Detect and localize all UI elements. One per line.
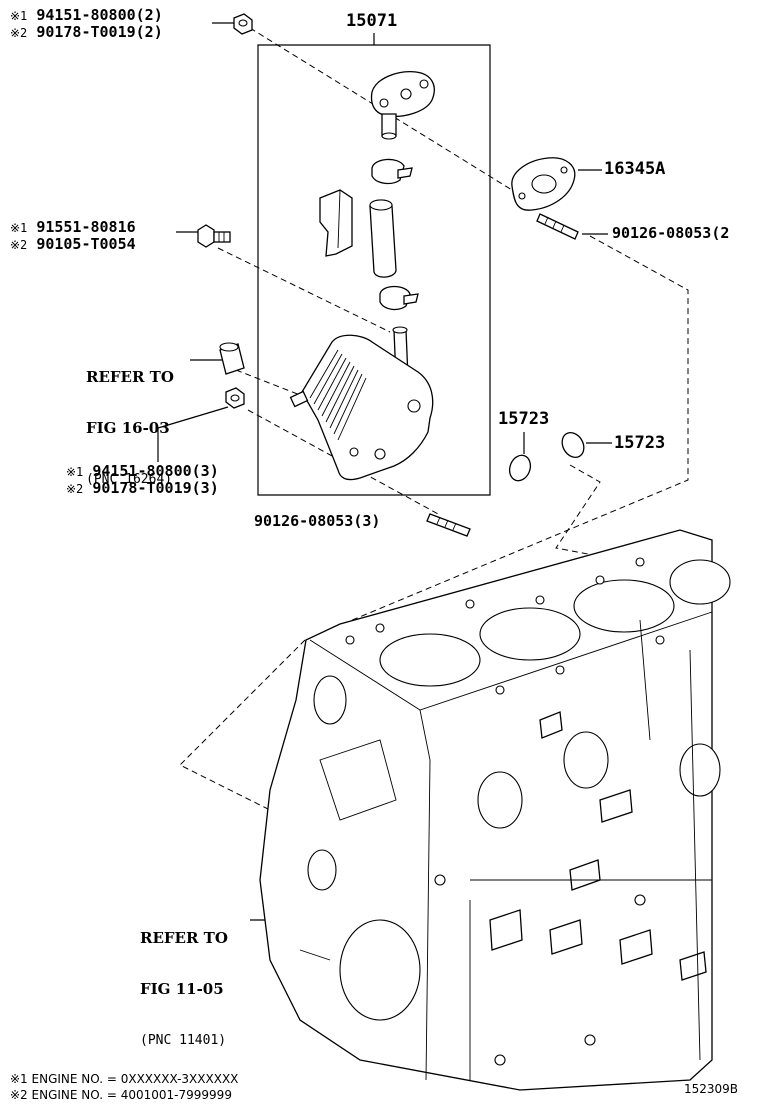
ref-fig-link[interactable]: FIG 16-03	[86, 419, 170, 437]
part-label-oring-left: 15723	[498, 409, 550, 429]
note-mark: ※1	[10, 1072, 28, 1086]
ref-pnc: (PNC 11401)	[140, 1033, 227, 1048]
union-flange	[370, 71, 435, 140]
part-label-stud-bottom: 90126-08053(3)	[254, 512, 381, 530]
footnote-1: ※1 ENGINE NO. = 0XXXXXX-3XXXXXX	[10, 1072, 238, 1086]
ref-fig-link[interactable]: FIG 11-05	[140, 980, 224, 998]
part-label-nut-top-2: ※2 90178-T0019(2)	[10, 24, 163, 42]
footnote-text: ENGINE NO. = 4001001-7999999	[31, 1088, 232, 1102]
note-mark: ※2	[66, 482, 84, 496]
part-label-bolt-2: ※2 90105-T0054	[10, 236, 136, 254]
clamp-upper	[371, 158, 413, 185]
diagram-code: 152309B	[684, 1082, 739, 1096]
part-number: 90178-T0019(3)	[92, 479, 219, 497]
stud-bottom	[426, 513, 471, 537]
part-label-nut-mid-2: ※2 90178-T0019(3)	[66, 480, 219, 498]
part-label-nut-mid-1: ※1 94151-80800(3)	[66, 463, 219, 481]
nut-mid	[225, 387, 245, 409]
part-number: 94151-80800(3)	[92, 462, 219, 480]
note-mark: ※1	[10, 9, 28, 23]
part-number: 90105-T0054	[36, 235, 136, 253]
leader-lines	[157, 22, 612, 921]
oil-cooler	[289, 326, 434, 481]
reference-fig-16-03[interactable]: REFER TO FIG 16-03 (PNC 16264)	[86, 335, 174, 505]
note-mark: ※2	[10, 238, 28, 252]
oring-right	[561, 432, 585, 458]
note-mark: ※2	[10, 26, 28, 40]
cylinder-block	[259, 529, 731, 1091]
stud-top	[536, 213, 579, 240]
note-mark: ※1	[66, 465, 84, 479]
note-mark: ※2	[10, 1088, 28, 1102]
assembly-number: 15071	[346, 11, 398, 31]
part-number: 94151-80800(2)	[36, 6, 163, 24]
part-label-oring-right: 15723	[614, 433, 666, 453]
footnote-text: ENGINE NO. = 0XXXXXX-3XXXXXX	[31, 1072, 239, 1086]
ref-pnc: (PNC 16264)	[86, 472, 173, 487]
part-label-nut-top-1: ※1 94151-80800(2)	[10, 7, 163, 25]
nut-top	[233, 13, 253, 35]
pipe-fitting	[219, 342, 245, 375]
reference-fig-11-05[interactable]: REFER TO FIG 11-05 (PNC 11401)	[140, 896, 228, 1066]
footnote-2: ※2 ENGINE NO. = 4001001-7999999	[10, 1088, 232, 1102]
ref-line: REFER TO	[86, 368, 174, 386]
bolt-left	[197, 224, 231, 248]
part-label-bolt-1: ※1 91551-80816	[10, 219, 136, 237]
clamp-lower	[379, 285, 419, 311]
assembly-bracket	[257, 33, 491, 496]
part-number: 91551-80816	[36, 218, 136, 236]
note-mark: ※1	[10, 221, 28, 235]
ref-line: REFER TO	[140, 929, 228, 947]
part-label-stud-top: 90126-08053(2	[612, 224, 730, 242]
part-number: 90178-T0019(2)	[36, 23, 163, 41]
gasket	[511, 157, 576, 211]
part-label-gasket: 16345A	[604, 159, 666, 179]
hose	[369, 199, 397, 278]
protector	[319, 189, 353, 257]
oring-left	[508, 454, 532, 482]
